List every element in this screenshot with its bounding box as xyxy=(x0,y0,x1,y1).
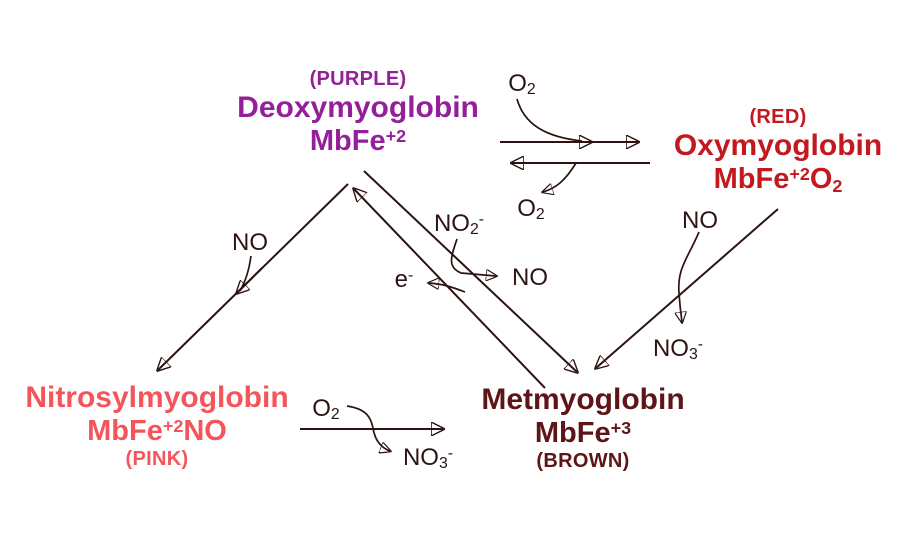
node-formula-deoxymyoglobin: MbFe+2 xyxy=(237,125,479,158)
node-title-deoxymyoglobin: Deoxymyoglobin xyxy=(237,91,479,124)
chem-base: NO xyxy=(682,207,718,234)
formula-superscript: +2 xyxy=(385,125,407,146)
o2-to-nitrate-curve xyxy=(346,405,390,451)
arrow-oxy-to-deoxy xyxy=(512,163,650,192)
formula-superscript: +2 xyxy=(789,163,810,184)
chem-sup: - xyxy=(408,266,414,284)
chem-sub: 3 xyxy=(438,455,448,473)
chem-base: NO xyxy=(512,264,548,291)
chem-base: NO xyxy=(433,210,470,237)
o2-out-label: O2 xyxy=(517,195,544,223)
formula-superscript: +3 xyxy=(610,417,632,438)
node-title-metmyoglobin: Metmyoglobin xyxy=(481,383,685,416)
arrow-deoxy-to-nitrosyl xyxy=(158,183,349,370)
no-to-nitrate-curve xyxy=(679,231,700,322)
chem-base: NO xyxy=(232,229,268,256)
chem-sub: 2 xyxy=(535,206,545,224)
nitrate-right-label: NO3- xyxy=(653,335,703,363)
chem-base: e xyxy=(394,266,409,293)
nitrite-to-no-curve xyxy=(450,238,497,276)
arrow-deoxy-to-oxy xyxy=(500,98,638,142)
state-label-purple: (PURPLE) xyxy=(309,68,407,90)
o2-addition-curve xyxy=(516,98,583,142)
no-left-label: NO xyxy=(232,229,268,257)
no-mid-label: NO xyxy=(512,264,548,292)
no-addition-curve xyxy=(239,255,252,292)
no-right-label: NO xyxy=(682,207,718,235)
nitrite-label: NO2- xyxy=(434,210,484,238)
state-label-pink: (PINK) xyxy=(125,447,189,470)
o2-in-label: O2 xyxy=(508,70,535,98)
state-label-brown: (BROWN) xyxy=(536,449,630,472)
formula-base: MbFe xyxy=(534,416,611,449)
chem-base: NO xyxy=(652,335,689,362)
node-formula-nitrosylmyoglobin: MbFe+2NO xyxy=(25,415,288,448)
arrow-met-to-deoxy xyxy=(354,189,546,389)
chem-sub: 2 xyxy=(330,406,340,424)
formula-base: MbFe xyxy=(713,162,790,195)
chem-sup: - xyxy=(478,210,485,228)
formula-base: MbFe xyxy=(87,414,163,447)
arrow-deoxy-to-met xyxy=(363,170,577,372)
electron-curve xyxy=(429,283,466,293)
chem-base: O xyxy=(312,395,331,422)
formula-superscript: +2 xyxy=(162,415,184,436)
chem-sup: - xyxy=(447,444,454,462)
chem-base: NO xyxy=(402,444,439,471)
nitrate-bottom-label: NO3- xyxy=(403,444,453,472)
electron-label: e- xyxy=(395,266,414,294)
formula-subscript: 2 xyxy=(832,175,843,196)
o2-bottom-label: O2 xyxy=(312,395,339,423)
state-label-red: (RED) xyxy=(749,106,807,128)
chem-sub: 2 xyxy=(469,221,479,239)
chem-sup: - xyxy=(697,335,704,353)
node-formula-oxymyoglobin: MbFe+2O2 xyxy=(674,163,882,196)
node-oxymyoglobin: (RED) Oxymyoglobin MbFe+2O2 xyxy=(674,106,882,196)
chem-base: O xyxy=(517,195,536,222)
arrow-oxy-to-met xyxy=(596,208,779,368)
node-deoxymyoglobin: (PURPLE) Deoxymyoglobin MbFe+2 xyxy=(237,68,479,158)
arrow-nitrosyl-to-met xyxy=(300,405,443,451)
node-metmyoglobin: Metmyoglobin MbFe+3 (BROWN) xyxy=(481,383,684,473)
chem-base: O xyxy=(508,70,527,97)
formula-ligand: NO xyxy=(183,414,227,447)
node-title-oxymyoglobin: Oxymyoglobin xyxy=(673,129,883,162)
chem-sub: 3 xyxy=(688,346,698,364)
o2-release-curve xyxy=(543,162,577,192)
formula-base: MbFe xyxy=(309,124,386,157)
node-formula-metmyoglobin: MbFe+3 xyxy=(481,417,684,450)
node-title-nitrosylmyoglobin: Nitrosylmyoglobin xyxy=(25,381,289,414)
chem-sub: 2 xyxy=(526,81,536,99)
formula-ligand: O xyxy=(809,162,833,195)
node-nitrosylmyoglobin: Nitrosylmyoglobin MbFe+2NO (PINK) xyxy=(25,381,288,471)
